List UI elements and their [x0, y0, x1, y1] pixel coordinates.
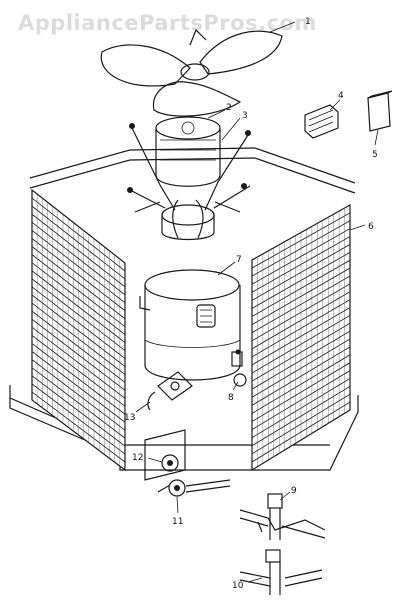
callout-12: 12: [132, 453, 143, 463]
capacitor: [367, 90, 393, 132]
compressor: [139, 269, 241, 381]
valve-tool-lower: [239, 549, 323, 595]
leader-lines: [135, 21, 379, 583]
fan-motor: [155, 116, 221, 187]
service-valves: [144, 429, 231, 497]
callout-13: 13: [124, 413, 135, 423]
callout-5: 5: [372, 150, 378, 160]
callout-labels: 1 2 3 4 5 6 7 8 9 10 11 12 13: [124, 17, 378, 591]
callout-7: 7: [236, 255, 242, 265]
fan-blade: [100, 28, 283, 117]
valve-tool-upper: [239, 493, 326, 540]
callout-3: 3: [242, 111, 248, 121]
callout-2: 2: [226, 103, 232, 113]
callout-8: 8: [228, 393, 234, 403]
callout-10: 10: [232, 581, 244, 591]
callout-4: 4: [338, 91, 344, 101]
left-coil: [31, 188, 126, 472]
callout-9: 9: [291, 486, 297, 496]
capacitor-bracket: [304, 104, 339, 139]
callout-1: 1: [305, 17, 311, 27]
right-coil: [251, 203, 351, 472]
callout-6: 6: [368, 222, 374, 232]
callout-11: 11: [172, 517, 183, 527]
motor-bracket: [127, 123, 251, 241]
compressor-fittings: [147, 349, 247, 411]
